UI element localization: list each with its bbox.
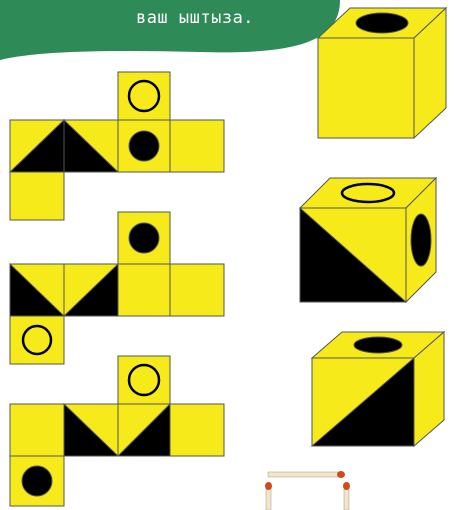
net-2 xyxy=(10,212,224,364)
dot-mark xyxy=(129,223,159,253)
net-face xyxy=(170,404,224,456)
dot-mark xyxy=(22,466,52,496)
net-face xyxy=(170,120,224,172)
net-face xyxy=(118,72,170,120)
cube-1 xyxy=(318,8,446,138)
cube-3 xyxy=(312,332,444,446)
match-stick xyxy=(268,472,340,477)
net-3 xyxy=(10,356,224,506)
match-head xyxy=(337,471,345,478)
dot-mark xyxy=(129,131,159,161)
net-face xyxy=(118,356,170,404)
dot-mark xyxy=(356,13,408,33)
cube-front xyxy=(318,38,414,138)
net-face xyxy=(170,264,224,316)
net-face xyxy=(118,264,170,316)
cube-2 xyxy=(300,178,436,302)
matches xyxy=(265,471,350,510)
match-head xyxy=(265,482,272,490)
dot-mark xyxy=(354,337,402,353)
oval-mark xyxy=(411,214,431,266)
bubble-text: ваш ыштыза. xyxy=(70,8,320,28)
match-head xyxy=(343,482,350,490)
net-face xyxy=(10,172,64,220)
net-face xyxy=(10,404,64,456)
net-face xyxy=(10,316,64,364)
net-1 xyxy=(10,72,224,220)
